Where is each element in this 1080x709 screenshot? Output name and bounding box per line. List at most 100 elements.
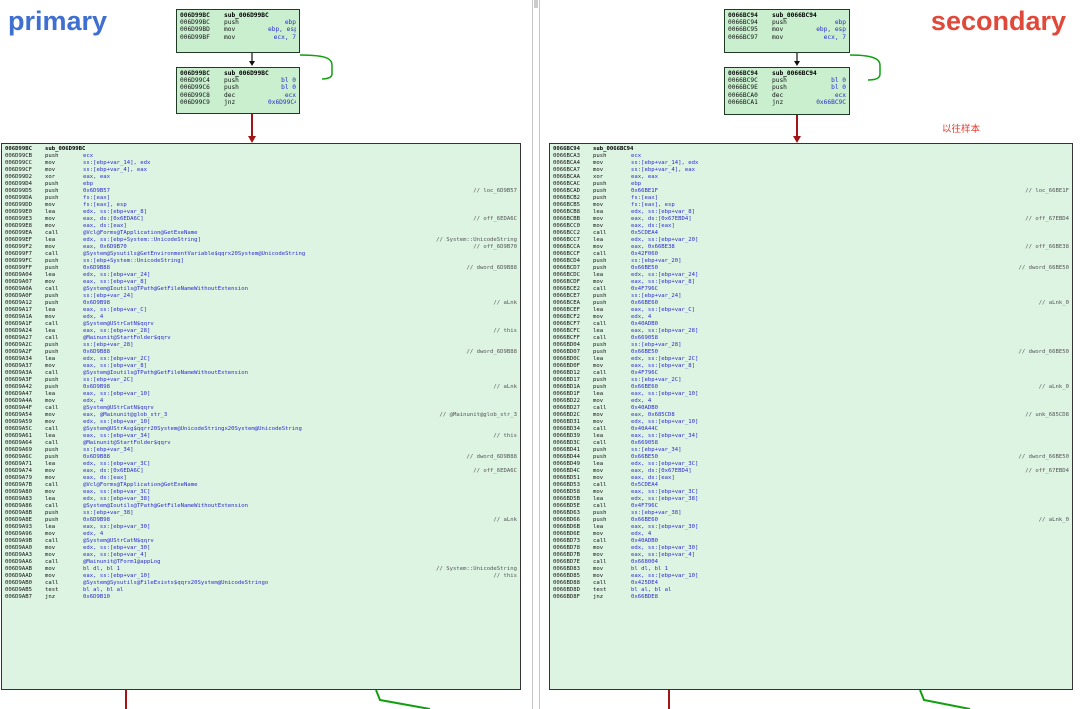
pane-divider[interactable] xyxy=(532,0,540,709)
